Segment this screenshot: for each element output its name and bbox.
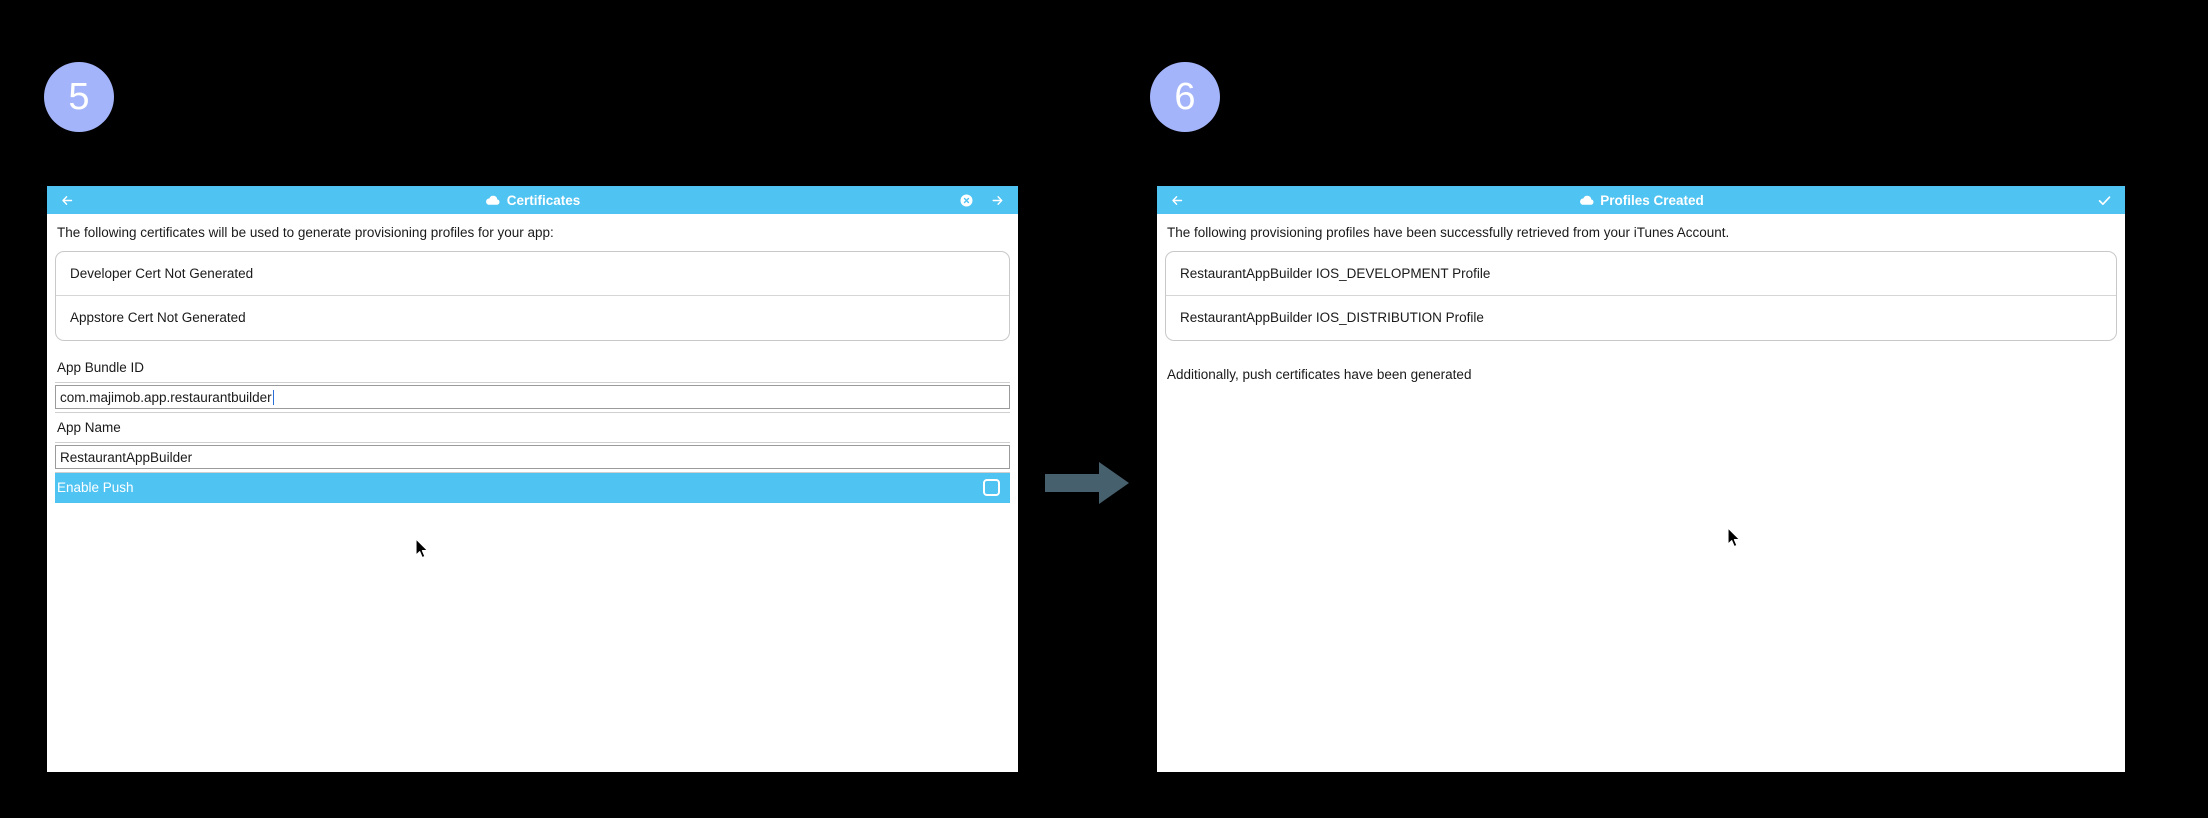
profiles-intro-text: The following provisioning profiles have… bbox=[1167, 225, 1730, 240]
checkmark-icon[interactable] bbox=[2096, 192, 2113, 209]
app-bundle-id-label: App Bundle ID bbox=[55, 353, 1010, 383]
step-badge-6: 6 bbox=[1150, 62, 1220, 132]
profiles-created-body: The following provisioning profiles have… bbox=[1157, 214, 2125, 772]
certificate-row-label: Developer Cert Not Generated bbox=[70, 265, 254, 281]
arrow-left-icon[interactable] bbox=[1169, 192, 1186, 209]
enable-push-row[interactable]: Enable Push bbox=[55, 472, 1010, 503]
checkbox-unchecked-icon[interactable] bbox=[983, 479, 1000, 497]
profiles-created-titlebar: Profiles Created bbox=[1157, 186, 2125, 214]
step-badge-5-number: 5 bbox=[68, 76, 90, 118]
arrow-left-icon[interactable] bbox=[59, 192, 76, 209]
step-badge-6-number: 6 bbox=[1174, 76, 1196, 118]
profile-row-label: RestaurantAppBuilder IOS_DISTRIBUTION Pr… bbox=[1180, 310, 1484, 326]
list-item[interactable]: RestaurantAppBuilder IOS_DISTRIBUTION Pr… bbox=[1166, 296, 2116, 340]
list-item[interactable]: Developer Cert Not Generated bbox=[56, 252, 1009, 296]
push-certificates-note: Additionally, push certificates have bee… bbox=[1167, 366, 1472, 382]
text-caret bbox=[272, 389, 274, 405]
arrow-right-thick-icon bbox=[1045, 462, 1129, 504]
app-bundle-id-value: com.majimob.app.restaurantbuilder bbox=[60, 389, 272, 405]
profiles-created-panel: Profiles Created The following provision… bbox=[1157, 186, 2125, 772]
certificate-row-label: Appstore Cert Not Generated bbox=[70, 310, 246, 326]
list-item[interactable]: Appstore Cert Not Generated bbox=[56, 296, 1009, 340]
cloud-icon bbox=[1578, 192, 1595, 209]
enable-push-label: Enable Push bbox=[57, 480, 134, 496]
step-badge-5: 5 bbox=[44, 62, 114, 132]
profile-row-label: RestaurantAppBuilder IOS_DEVELOPMENT Pro… bbox=[1180, 265, 1491, 281]
profiles-created-title: Profiles Created bbox=[1600, 192, 1704, 208]
certificates-intro-text: The following certificates will be used … bbox=[57, 225, 554, 240]
certificates-titlebar: Certificates bbox=[47, 186, 1018, 214]
close-circle-icon[interactable] bbox=[958, 192, 975, 209]
certificates-body: The following certificates will be used … bbox=[47, 214, 1018, 772]
app-name-input[interactable]: RestaurantAppBuilder bbox=[55, 445, 1010, 470]
cloud-icon bbox=[485, 192, 502, 209]
app-name-value: RestaurantAppBuilder bbox=[60, 449, 193, 465]
list-item[interactable]: RestaurantAppBuilder IOS_DEVELOPMENT Pro… bbox=[1166, 252, 2116, 296]
app-bundle-id-field-row: com.majimob.app.restaurantbuilder bbox=[55, 383, 1010, 413]
certificates-title: Certificates bbox=[506, 192, 581, 208]
arrow-right-icon[interactable] bbox=[989, 192, 1006, 209]
app-name-label: App Name bbox=[55, 413, 1010, 443]
profile-list: RestaurantAppBuilder IOS_DEVELOPMENT Pro… bbox=[1165, 250, 2117, 341]
app-bundle-id-input[interactable]: com.majimob.app.restaurantbuilder bbox=[55, 385, 1010, 410]
app-name-field-row: RestaurantAppBuilder bbox=[55, 443, 1010, 473]
certificates-panel: Certificates The following certificates … bbox=[47, 186, 1018, 772]
certificate-list: Developer Cert Not Generated Appstore Ce… bbox=[55, 250, 1010, 341]
